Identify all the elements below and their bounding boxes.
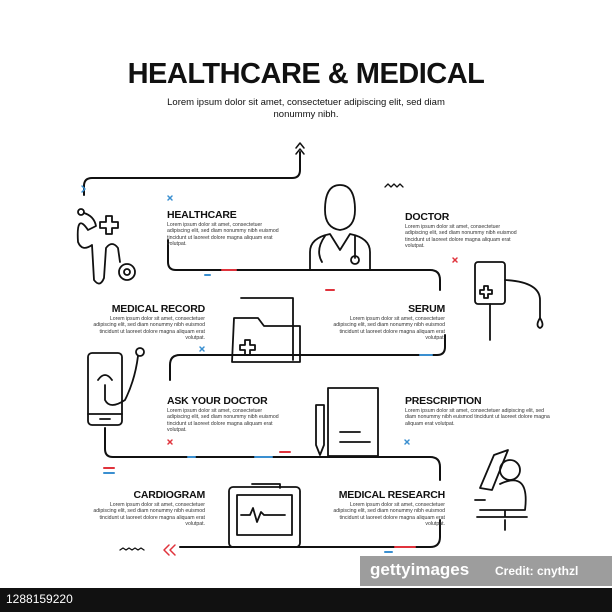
prescription-icon (315, 387, 379, 457)
step-title-doctor: DOCTOR (405, 211, 450, 223)
timeline-path (83, 142, 446, 556)
step-title-medical-record: MEDICAL RECORD (111, 303, 205, 315)
phone-stethoscope-icon (87, 347, 145, 426)
accents (81, 183, 458, 553)
watermark-overlay: gettyimages Credit: cnythzl (360, 556, 612, 586)
stethoscope-icon (76, 208, 136, 285)
step-title-medical-research: MEDICAL RESEARCH (338, 489, 445, 501)
doctor-icon (309, 184, 371, 271)
iv-bag-icon (474, 261, 544, 341)
step-text-ask-your-doctor: Lorem ipsum dolor sit amet, consectetuer… (167, 408, 279, 434)
step-text-healthcare: Lorem ipsum dolor sit amet, consectetuer… (167, 222, 279, 248)
watermark-brand: gettyimages (370, 560, 470, 579)
page-title: HEALTHCARE & MEDICAL (127, 58, 485, 90)
step-text-medical-research: Lorem ipsum dolor sit amet, consectetuer… (333, 502, 445, 528)
step-title-serum: SERUM (408, 303, 445, 315)
step-text-doctor: Lorem ipsum dolor sit amet, consectetuer… (405, 224, 517, 250)
folder-icon (231, 297, 301, 363)
step-text-cardiogram: Lorem ipsum dolor sit amet, consectetuer… (93, 502, 205, 528)
monitor-icon (228, 483, 301, 548)
image-id: 1288159220 (6, 592, 73, 606)
step-title-prescription: PRESCRIPTION (405, 395, 482, 407)
step-text-medical-record: Lorem ipsum dolor sit amet, consectetuer… (93, 316, 205, 342)
microscope-icon (474, 449, 528, 531)
step-text-serum: Lorem ipsum dolor sit amet, consectetuer… (333, 316, 445, 342)
step-title-ask-your-doctor: ASK YOUR DOCTOR (167, 395, 268, 407)
step-text-prescription: Lorem ipsum dolor sit amet, consectetuer… (405, 408, 550, 427)
step-title-cardiogram: CARDIOGRAM (133, 489, 206, 501)
step-title-healthcare: HEALTHCARE (167, 209, 237, 221)
subtitle: Lorem ipsum dolor sit amet, consectetuer… (167, 97, 445, 120)
image-id-bar: 1288159220 (0, 588, 612, 612)
watermark-credit: Credit: cnythzl (495, 564, 579, 578)
